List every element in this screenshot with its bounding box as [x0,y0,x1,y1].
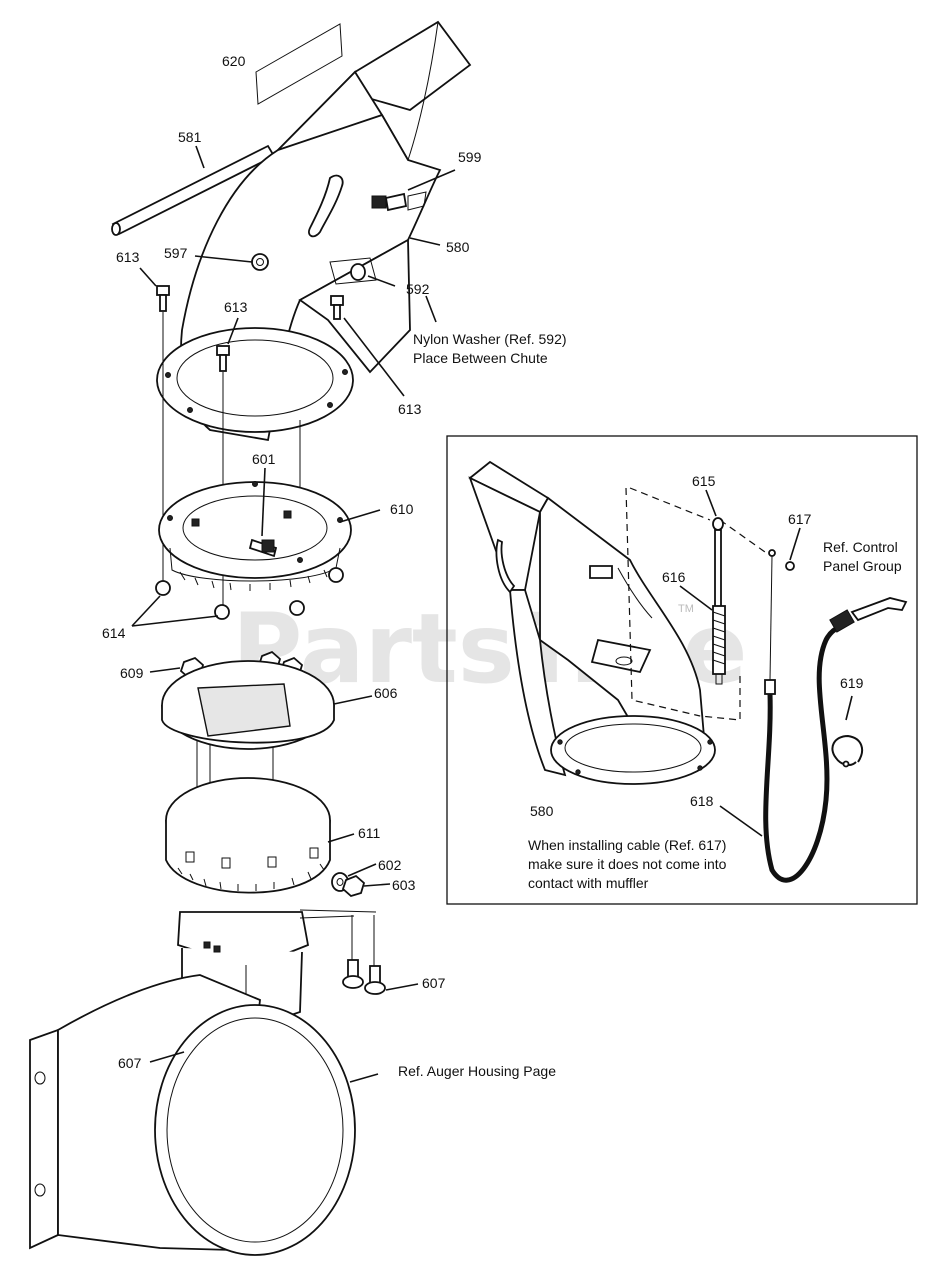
callout-580-inset: 580 [530,803,554,819]
bolt-613-left [156,285,170,312]
decal-620 [255,23,343,105]
callout-592: 592 [406,281,430,297]
inset-spring-616 [712,605,726,685]
leader-lines [131,145,456,1083]
callout-609: 609 [120,665,144,681]
note-nylon-washer-line1: Nylon Washer (Ref. 592) [413,331,567,347]
rotation-ring-610 [158,481,352,591]
callout-580-main: 580 [446,239,470,255]
callout-616: 616 [662,569,686,585]
trademark-mark: TM [678,603,694,615]
callout-618: 618 [690,793,714,809]
callout-607-right: 607 [422,975,446,991]
inset-guides [625,487,766,721]
callout-613-right: 613 [398,401,422,417]
auger-housing [29,974,356,1256]
note-cable-line3: contact with muffler [528,875,649,891]
callout-607-left: 607 [118,1055,142,1071]
bolt-613-mid [216,345,230,372]
callout-606: 606 [374,685,398,701]
callout-603: 603 [392,877,416,893]
bolt-601 [248,538,278,558]
callout-601: 601 [252,451,276,467]
callout-613-left: 613 [116,249,140,265]
callout-611: 611 [358,825,381,841]
note-auger-housing: Ref. Auger Housing Page [398,1063,556,1079]
note-control-panel-line1: Ref. Control [823,539,898,555]
inset-chute [468,460,716,785]
cover-plate-606 [161,660,335,750]
inset-cable-618 [763,555,908,883]
callout-614: 614 [102,625,126,641]
note-control-panel-line2: Panel Group [823,558,902,574]
callout-613-mid: 613 [224,299,248,315]
inset-retaining-clip-619 [831,734,864,768]
inset-rod-615 [712,517,724,611]
inset-panel [446,435,918,905]
callout-615: 615 [692,473,716,489]
callout-597: 597 [164,245,188,261]
callout-610: 610 [390,501,414,517]
callout-619: 619 [840,675,864,691]
callout-599: 599 [458,149,482,165]
inset-clip-617 [768,549,795,571]
callout-617: 617 [788,511,812,527]
callout-581: 581 [178,129,202,145]
washer-592 [329,257,377,285]
bolt-599 [371,192,408,212]
note-cable-line2: make sure it does not come into [528,856,727,872]
callout-620: 620 [222,53,246,69]
bolt-607-right [342,959,386,995]
inset-leader-lines [679,489,853,837]
gear-ring-611 [165,777,331,894]
note-cable-line1: When installing cable (Ref. 617) [528,837,726,853]
callout-602: 602 [378,857,402,873]
bolt-613-right [330,295,344,320]
nut-597 [251,253,269,271]
nut-614-set [155,567,344,620]
note-nylon-washer-line2: Place Between Chute [413,350,548,366]
chute-flange [156,327,354,433]
nut-603 [341,874,366,898]
